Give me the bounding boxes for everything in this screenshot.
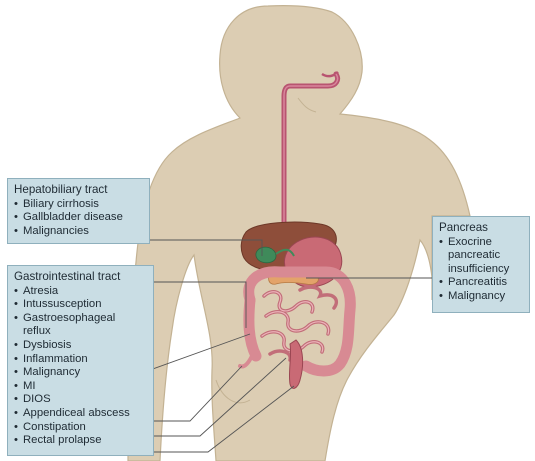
list-item: MI [14, 380, 147, 394]
gastrointestinal-box: Gastrointestinal tract Atresia Intussusc… [7, 265, 154, 456]
list-item: Intussusception [14, 298, 147, 312]
list-item: Malignancy [439, 290, 523, 304]
list-item: Gallbladder disease [14, 211, 143, 225]
list-item: Pancreatitis [439, 276, 523, 290]
list-item: Gastroesophageal [14, 312, 147, 326]
gallbladder [256, 247, 276, 263]
pancreas-title: Pancreas [439, 221, 523, 235]
list-item: Rectal prolapse [14, 434, 147, 448]
list-item: Constipation [14, 421, 147, 435]
gastrointestinal-list: Atresia Intussusception Gastroesophageal… [14, 285, 147, 448]
list-item: Biliary cirrhosis [14, 198, 143, 212]
list-item-continuation: pancreatic [439, 249, 523, 263]
list-item: Appendiceal abscess [14, 407, 147, 421]
gastrointestinal-title: Gastrointestinal tract [14, 270, 147, 284]
hepatobiliary-box: Hepatobiliary tract Biliary cirrhosis Ga… [7, 178, 150, 244]
hepatobiliary-title: Hepatobiliary tract [14, 183, 143, 197]
pancreas-box: Pancreas Exocrine pancreatic insufficien… [432, 216, 530, 313]
pancreas-list: Exocrine pancreatic insufficiency Pancre… [439, 236, 523, 304]
list-item: Malignancy [14, 366, 147, 380]
list-item: Atresia [14, 285, 147, 299]
list-item: Inflammation [14, 353, 147, 367]
list-item: DIOS [14, 393, 147, 407]
list-item-continuation: insufficiency [439, 263, 523, 277]
list-item: Dysbiosis [14, 339, 147, 353]
list-item-continuation: reflux [14, 325, 147, 339]
list-item: Exocrine [439, 236, 523, 250]
list-item: Malignancies [14, 225, 143, 239]
hepatobiliary-list: Biliary cirrhosis Gallbladder disease Ma… [14, 198, 143, 239]
